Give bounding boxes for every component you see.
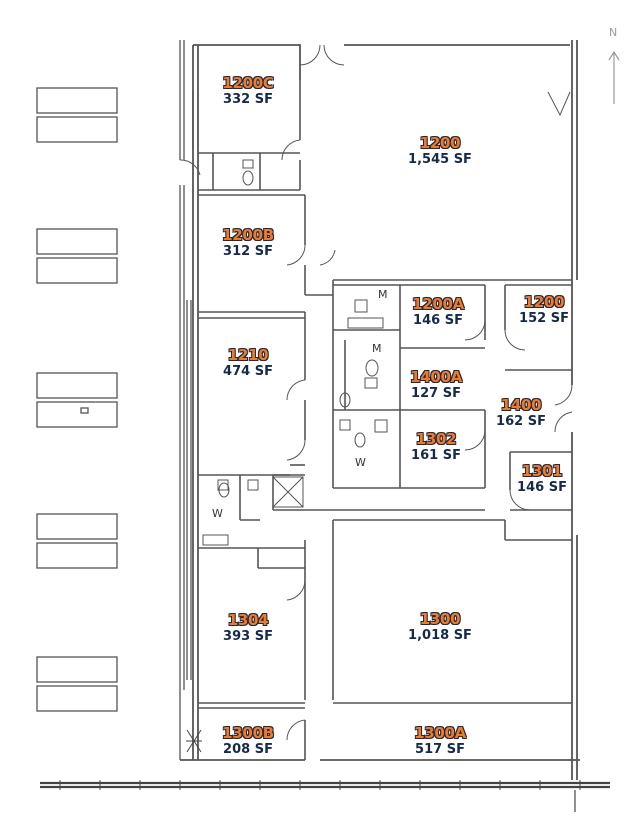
room-area: 517 SF xyxy=(415,741,465,757)
room-name: 1200B xyxy=(222,226,274,244)
room-name: 1400A xyxy=(410,368,462,386)
room-name: 1200 xyxy=(419,134,461,152)
room-area: 146 SF xyxy=(517,479,567,495)
room-1200[interactable]: 1200 1,545 SF xyxy=(385,135,495,167)
room-area: 332 SF xyxy=(223,91,273,107)
entry-marker-icon xyxy=(186,729,202,753)
room-area: 162 SF xyxy=(496,413,546,429)
room-name: 1200A xyxy=(412,295,464,313)
north-arrow-icon xyxy=(608,50,620,104)
parking-stalls xyxy=(36,87,118,712)
room-1301[interactable]: 1301 146 SF xyxy=(487,463,597,495)
room-name: 1300 xyxy=(419,610,461,628)
room-area: 208 SF xyxy=(223,741,273,757)
room-name: 1304 xyxy=(227,611,269,629)
room-1400[interactable]: 1400 162 SF xyxy=(466,397,576,429)
room-area: 127 SF xyxy=(411,385,461,401)
room-1200a[interactable]: 1200A 146 SF xyxy=(383,296,493,328)
room-name: 1300A xyxy=(414,724,466,742)
plumbing-fixtures xyxy=(202,159,388,546)
room-name: 1400 xyxy=(500,396,542,414)
mens-restroom-label: M xyxy=(378,288,388,301)
property-line-ticks xyxy=(59,780,581,790)
room-1300[interactable]: 1300 1,018 SF xyxy=(385,611,495,643)
womens-restroom-label: W xyxy=(355,456,366,469)
west-walkway xyxy=(179,40,194,760)
room-1302[interactable]: 1302 161 SF xyxy=(381,431,491,463)
room-area: 1,018 SF xyxy=(408,627,472,643)
room-1200-small[interactable]: 1200 152 SF xyxy=(489,294,599,326)
room-name: 1210 xyxy=(227,346,269,364)
womens-restroom-label: W xyxy=(212,507,223,520)
door-swings xyxy=(179,44,573,741)
room-1300a[interactable]: 1300A 517 SF xyxy=(385,725,495,757)
room-name: 1200C xyxy=(222,74,274,92)
room-1304[interactable]: 1304 393 SF xyxy=(193,612,303,644)
room-name: 1300B xyxy=(222,724,274,742)
north-label: N xyxy=(609,26,618,39)
room-area: 146 SF xyxy=(413,312,463,328)
room-1300b[interactable]: 1300B 208 SF xyxy=(193,725,303,757)
room-1210[interactable]: 1210 474 SF xyxy=(193,347,303,379)
room-name: 1200 xyxy=(523,293,565,311)
room-name: 1301 xyxy=(521,462,563,480)
room-area: 152 SF xyxy=(519,310,569,326)
mens-restroom-label: M xyxy=(372,342,382,355)
room-area: 312 SF xyxy=(223,243,273,259)
room-area: 1,545 SF xyxy=(408,151,472,167)
property-line xyxy=(40,781,610,789)
room-1200b[interactable]: 1200B 312 SF xyxy=(193,227,303,259)
room-area: 474 SF xyxy=(223,363,273,379)
room-name: 1302 xyxy=(415,430,457,448)
room-area: 161 SF xyxy=(411,447,461,463)
room-1400a[interactable]: 1400A 127 SF xyxy=(381,369,491,401)
room-area: 393 SF xyxy=(223,628,273,644)
interior-walls xyxy=(198,80,572,760)
room-1200c[interactable]: 1200C 332 SF xyxy=(193,75,303,107)
elevator-shaft xyxy=(272,476,304,508)
